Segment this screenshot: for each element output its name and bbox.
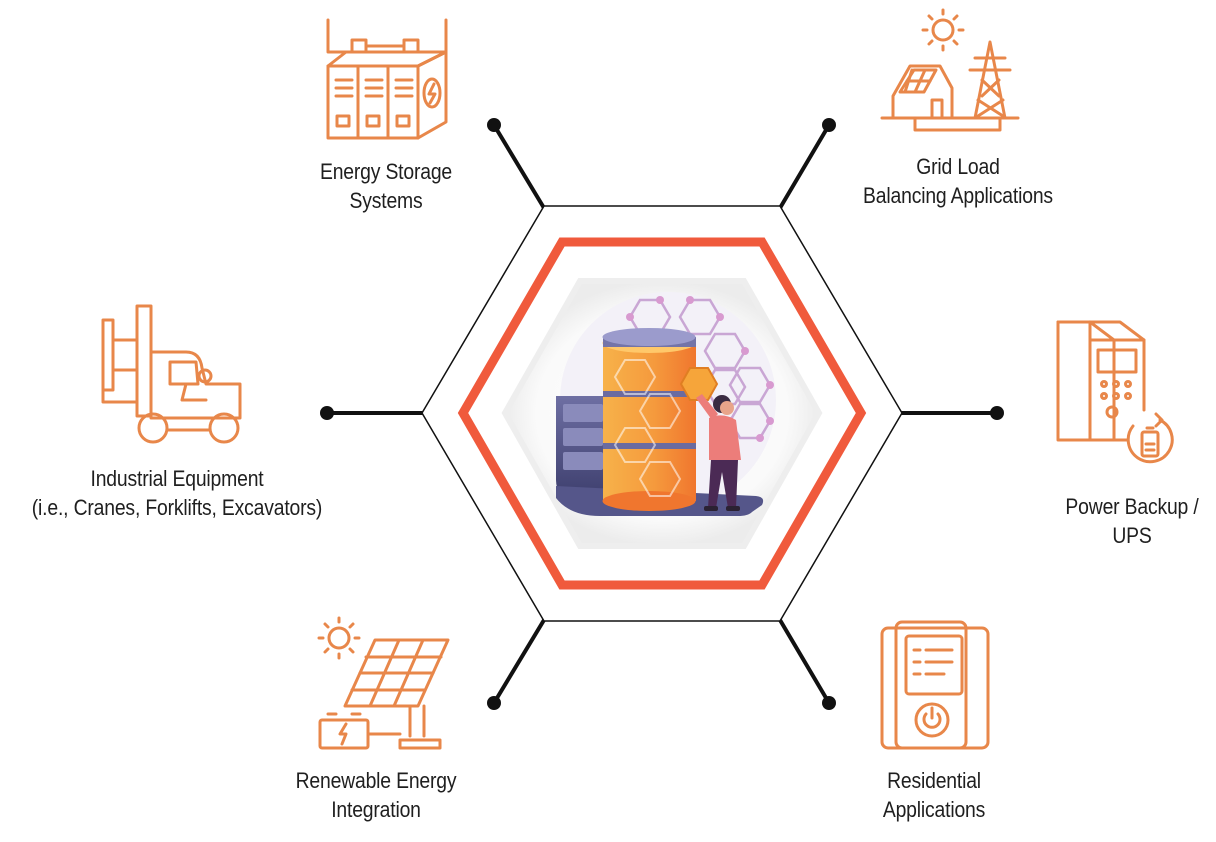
- forklift-icon: [101, 304, 242, 444]
- connector-energy-storage: [492, 123, 546, 210]
- ups-device-icon: [1056, 320, 1174, 464]
- label-residential-line2: Applications: [882, 797, 986, 822]
- label-power-backup-line1: Power Backup /: [1065, 494, 1199, 519]
- label-industrial-line1: Industrial Equipment: [90, 466, 264, 491]
- dot-power-backup: [990, 406, 1004, 420]
- connector-grid-load: [778, 123, 831, 210]
- person-figure: [696, 394, 741, 511]
- label-renewable-line2: Integration: [331, 797, 421, 822]
- connector-dots: [320, 118, 1004, 710]
- label-renewable: Renewable Energy Integration: [279, 766, 473, 824]
- label-residential: Residential Applications: [846, 766, 1022, 824]
- connector-residential: [778, 618, 831, 705]
- label-grid-load-line1: Grid Load: [916, 154, 1000, 179]
- label-power-backup-line2: UPS: [1112, 523, 1152, 548]
- label-renewable-line1: Renewable Energy: [295, 768, 457, 793]
- home-battery-unit-icon: [880, 620, 990, 750]
- label-energy-storage-line1: Energy Storage: [319, 159, 453, 184]
- label-energy-storage-line2: Systems: [349, 188, 423, 213]
- battery-with-person-illustration: [556, 292, 776, 516]
- label-industrial-line2: (i.e., Cranes, Forklifts, Excavators): [31, 495, 323, 520]
- dot-renewable: [487, 696, 501, 710]
- solar-house-power-tower-icon: [880, 8, 1020, 132]
- dot-energy-storage: [487, 118, 501, 132]
- dot-grid-load: [822, 118, 836, 132]
- label-industrial: Industrial Equipment (i.e., Cranes, Fork…: [21, 464, 333, 522]
- connector-renewable: [492, 618, 546, 705]
- label-grid-load: Grid Load Balancing Applications: [842, 152, 1074, 210]
- dot-residential: [822, 696, 836, 710]
- solar-panel-battery-icon: [317, 616, 450, 750]
- connector-lines: [325, 123, 999, 705]
- label-residential-line1: Residential: [887, 768, 981, 793]
- label-power-backup: Power Backup / UPS: [1060, 492, 1204, 550]
- label-grid-load-line2: Balancing Applications: [863, 183, 1053, 208]
- label-energy-storage: Energy Storage Systems: [298, 157, 474, 215]
- dot-industrial: [320, 406, 334, 420]
- energy-storage-cabinet-icon: [326, 18, 448, 140]
